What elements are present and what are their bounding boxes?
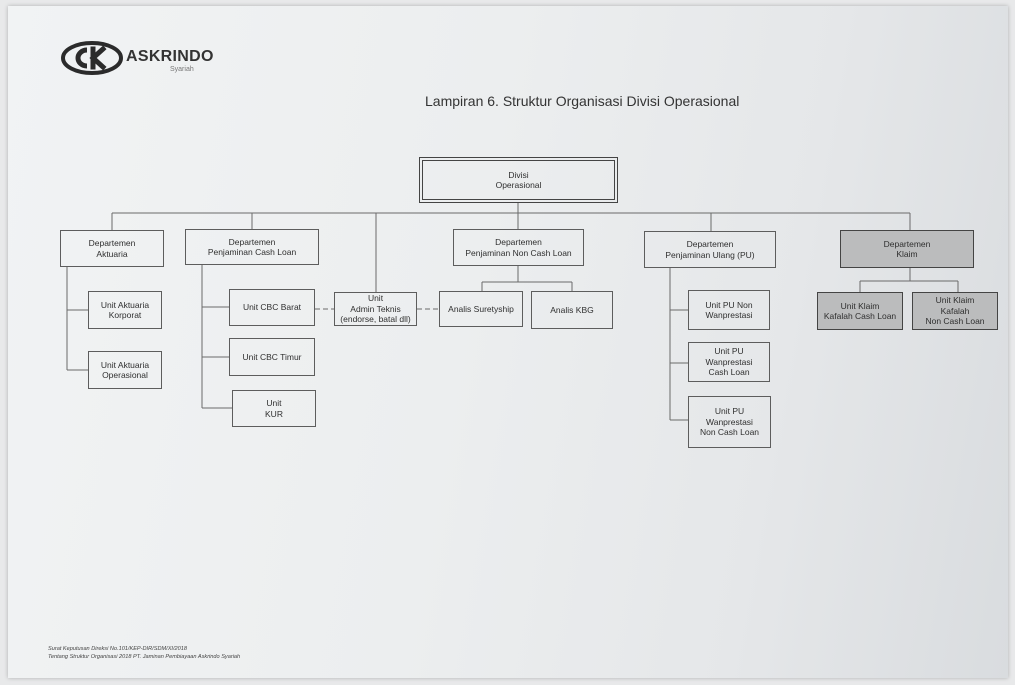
analis-suretyship-box: Analis Suretyship — [439, 291, 523, 327]
unit-kur-box: Unit KUR — [232, 390, 316, 427]
footer-line-2: Tentang Struktur Organisasi 2018 PT. Jam… — [48, 653, 241, 660]
unit-aktuaria-operasional-box: Unit Aktuaria Operasional — [88, 351, 162, 389]
footer-note: Surat Keputusan Direksi No.101/KEP-DIR/S… — [48, 646, 240, 661]
document-page — [8, 6, 1008, 678]
unit-pu-non-wanprestasi-box: Unit PU Non Wanprestasi — [688, 290, 770, 330]
unit-klaim-kafalah-non-cash-box: Unit Klaim Kafalah Non Cash Loan — [912, 292, 998, 330]
division-box: Divisi Operasional — [419, 157, 618, 203]
unit-cbc-barat-box: Unit CBC Barat — [229, 289, 315, 326]
unit-admin-teknis-box: Unit Admin Teknis (endorse, batal dll) — [334, 292, 417, 326]
dept-cash-loan-box: Departemen Penjaminan Cash Loan — [185, 229, 319, 265]
dept-klaim-box: Departemen Klaim — [840, 230, 974, 268]
dept-non-cash-loan-box: Departemen Penjaminan Non Cash Loan — [453, 229, 584, 266]
logo-wordmark: ASKRINDO — [126, 48, 214, 65]
unit-pu-wanprestasi-non-cash-box: Unit PU Wanprestasi Non Cash Loan — [688, 396, 771, 448]
unit-pu-wanprestasi-cash-box: Unit PU Wanprestasi Cash Loan — [688, 342, 770, 382]
unit-cbc-timur-box: Unit CBC Timur — [229, 338, 315, 376]
dept-aktuaria-box: Departemen Aktuaria — [60, 230, 164, 267]
unit-klaim-kafalah-cash-box: Unit Klaim Kafalah Cash Loan — [817, 292, 903, 330]
askrindo-logo-icon — [61, 41, 123, 75]
footer-line-1: Surat Keputusan Direksi No.101/KEP-DIR/S… — [48, 646, 187, 652]
unit-aktuaria-korporat-box: Unit Aktuaria Korporat — [88, 291, 162, 329]
logo-subtext: Syariah — [170, 66, 194, 73]
page-title: Lampiran 6. Struktur Organisasi Divisi O… — [425, 93, 740, 109]
analis-kbg-box: Analis KBG — [531, 291, 613, 329]
dept-ulang-box: Departemen Penjaminan Ulang (PU) — [644, 231, 776, 268]
